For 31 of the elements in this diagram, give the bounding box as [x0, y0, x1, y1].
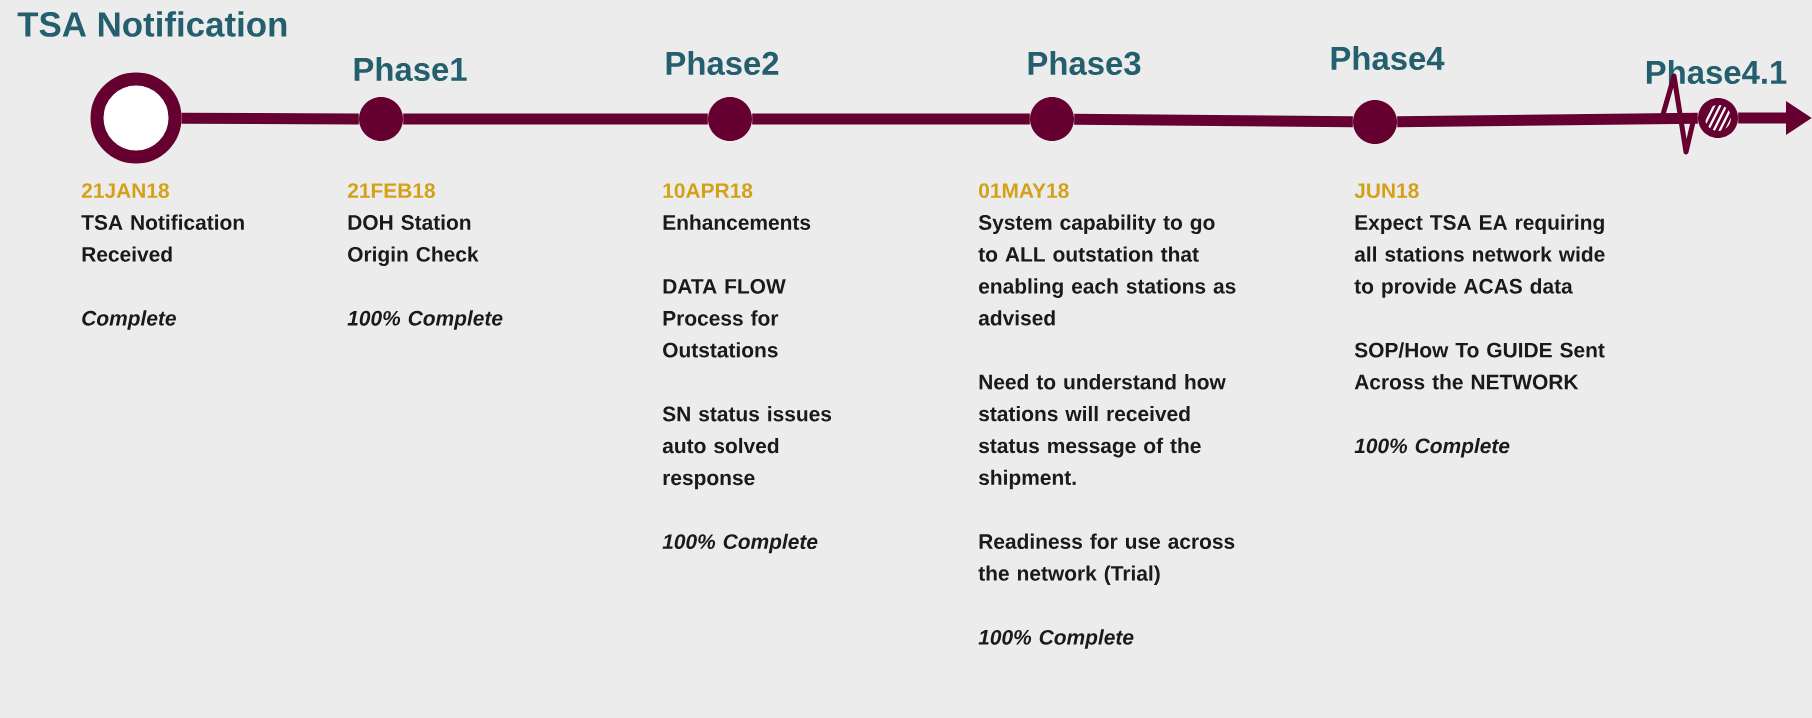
description-text: Readiness for use across the network (Trial) [978, 533, 1235, 585]
description-text: Expect TSA EA requiring all stations network wide to provide ACAS data [1354, 214, 1605, 298]
description-text: System capability to go to ALL outstation that enabling each stations as advised [978, 214, 1236, 326]
phase-heading: Phase3 [1028, 50, 1141, 76]
status-text: 100% Complete [662, 533, 818, 554]
description-text: DOH Station Origin Check [348, 214, 479, 266]
date-label: 10APR18 [663, 183, 753, 198]
timeline-line [1397, 112, 1698, 128]
status-text: 100% Complete [978, 629, 1134, 649]
description-text: Enhancements [663, 214, 811, 230]
phase-heading: Phase1 [354, 56, 467, 82]
date-label: 01MAY18 [979, 183, 1069, 198]
phase-heading: Phase2 [666, 50, 779, 76]
status-text: 100% Complete [347, 310, 503, 330]
status-text: Complete [82, 310, 176, 330]
date-label: 21FEB18 [347, 183, 435, 198]
date-label: 21JAN18 [81, 183, 169, 198]
phase-heading: Phase4.1 [1646, 59, 1787, 85]
date-label: JUN18 [1354, 183, 1419, 198]
timeline-line [1074, 113, 1353, 128]
description-text: DATA FLOW Process for Outstations [663, 278, 786, 358]
phase-heading: TSA Notification [17, 11, 287, 37]
description-text: TSA Notification Received [81, 214, 244, 262]
timeline-line [181, 112, 359, 125]
description-text: SOP/How To GUIDE Sent Across the NETWORK [1354, 342, 1605, 390]
phase-heading: Phase4 [1331, 45, 1445, 71]
timeline-line [403, 113, 708, 125]
description-text: Need to understand how stations will received status message of the shipment. [978, 374, 1226, 490]
timeline-line [752, 113, 1030, 125]
status-text: 100% Complete [1354, 437, 1510, 458]
description-text: SN status issues auto solved response [662, 406, 832, 490]
